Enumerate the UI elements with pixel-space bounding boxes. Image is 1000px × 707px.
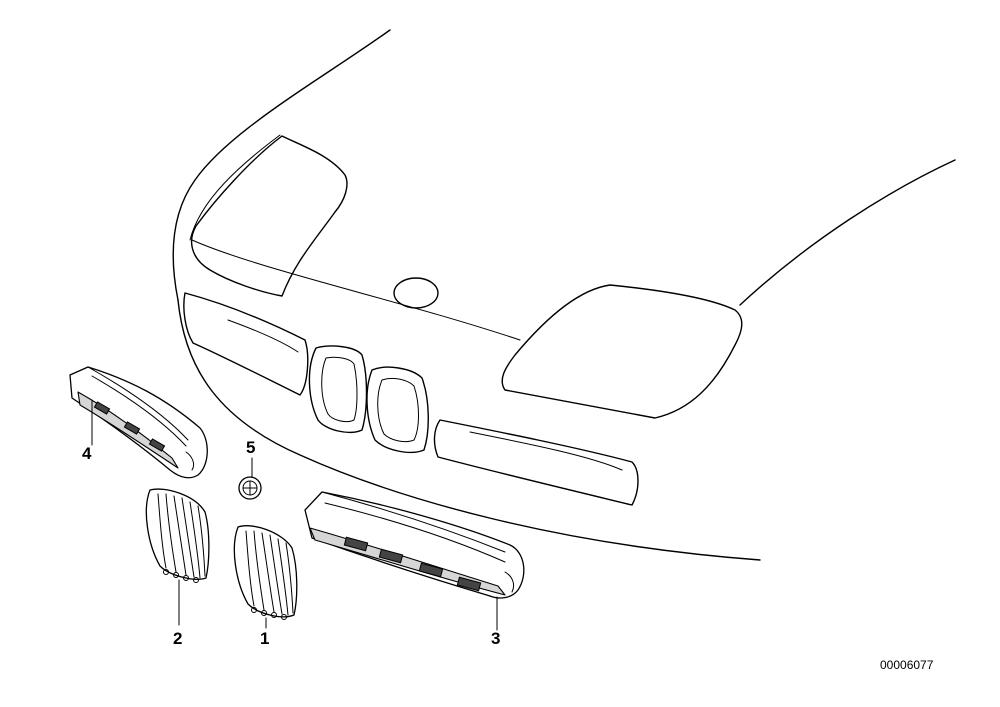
hood-emblem <box>393 277 439 309</box>
car-front-outline <box>172 29 956 561</box>
part-3-right-grille-trim <box>304 491 525 599</box>
document-number: 00006077 <box>880 658 934 672</box>
callout-label-5: 5 <box>246 438 255 457</box>
callout-label-1: 1 <box>260 629 269 648</box>
callout-label-3: 3 <box>491 629 500 648</box>
right-air-intake <box>433 419 639 506</box>
left-headlight <box>190 135 348 297</box>
part-5-emblem <box>238 476 262 500</box>
callout-label-2: 2 <box>173 629 182 648</box>
leader-lines <box>91 399 498 631</box>
part-4-left-grille-trim <box>69 366 208 479</box>
part-2-kidney-grille <box>145 488 210 583</box>
part-1-kidney-grille <box>233 525 298 620</box>
callout-label-4: 4 <box>82 444 92 463</box>
right-headlight <box>501 284 743 419</box>
left-air-intake <box>183 292 309 396</box>
car-kidney-grille <box>308 345 429 454</box>
